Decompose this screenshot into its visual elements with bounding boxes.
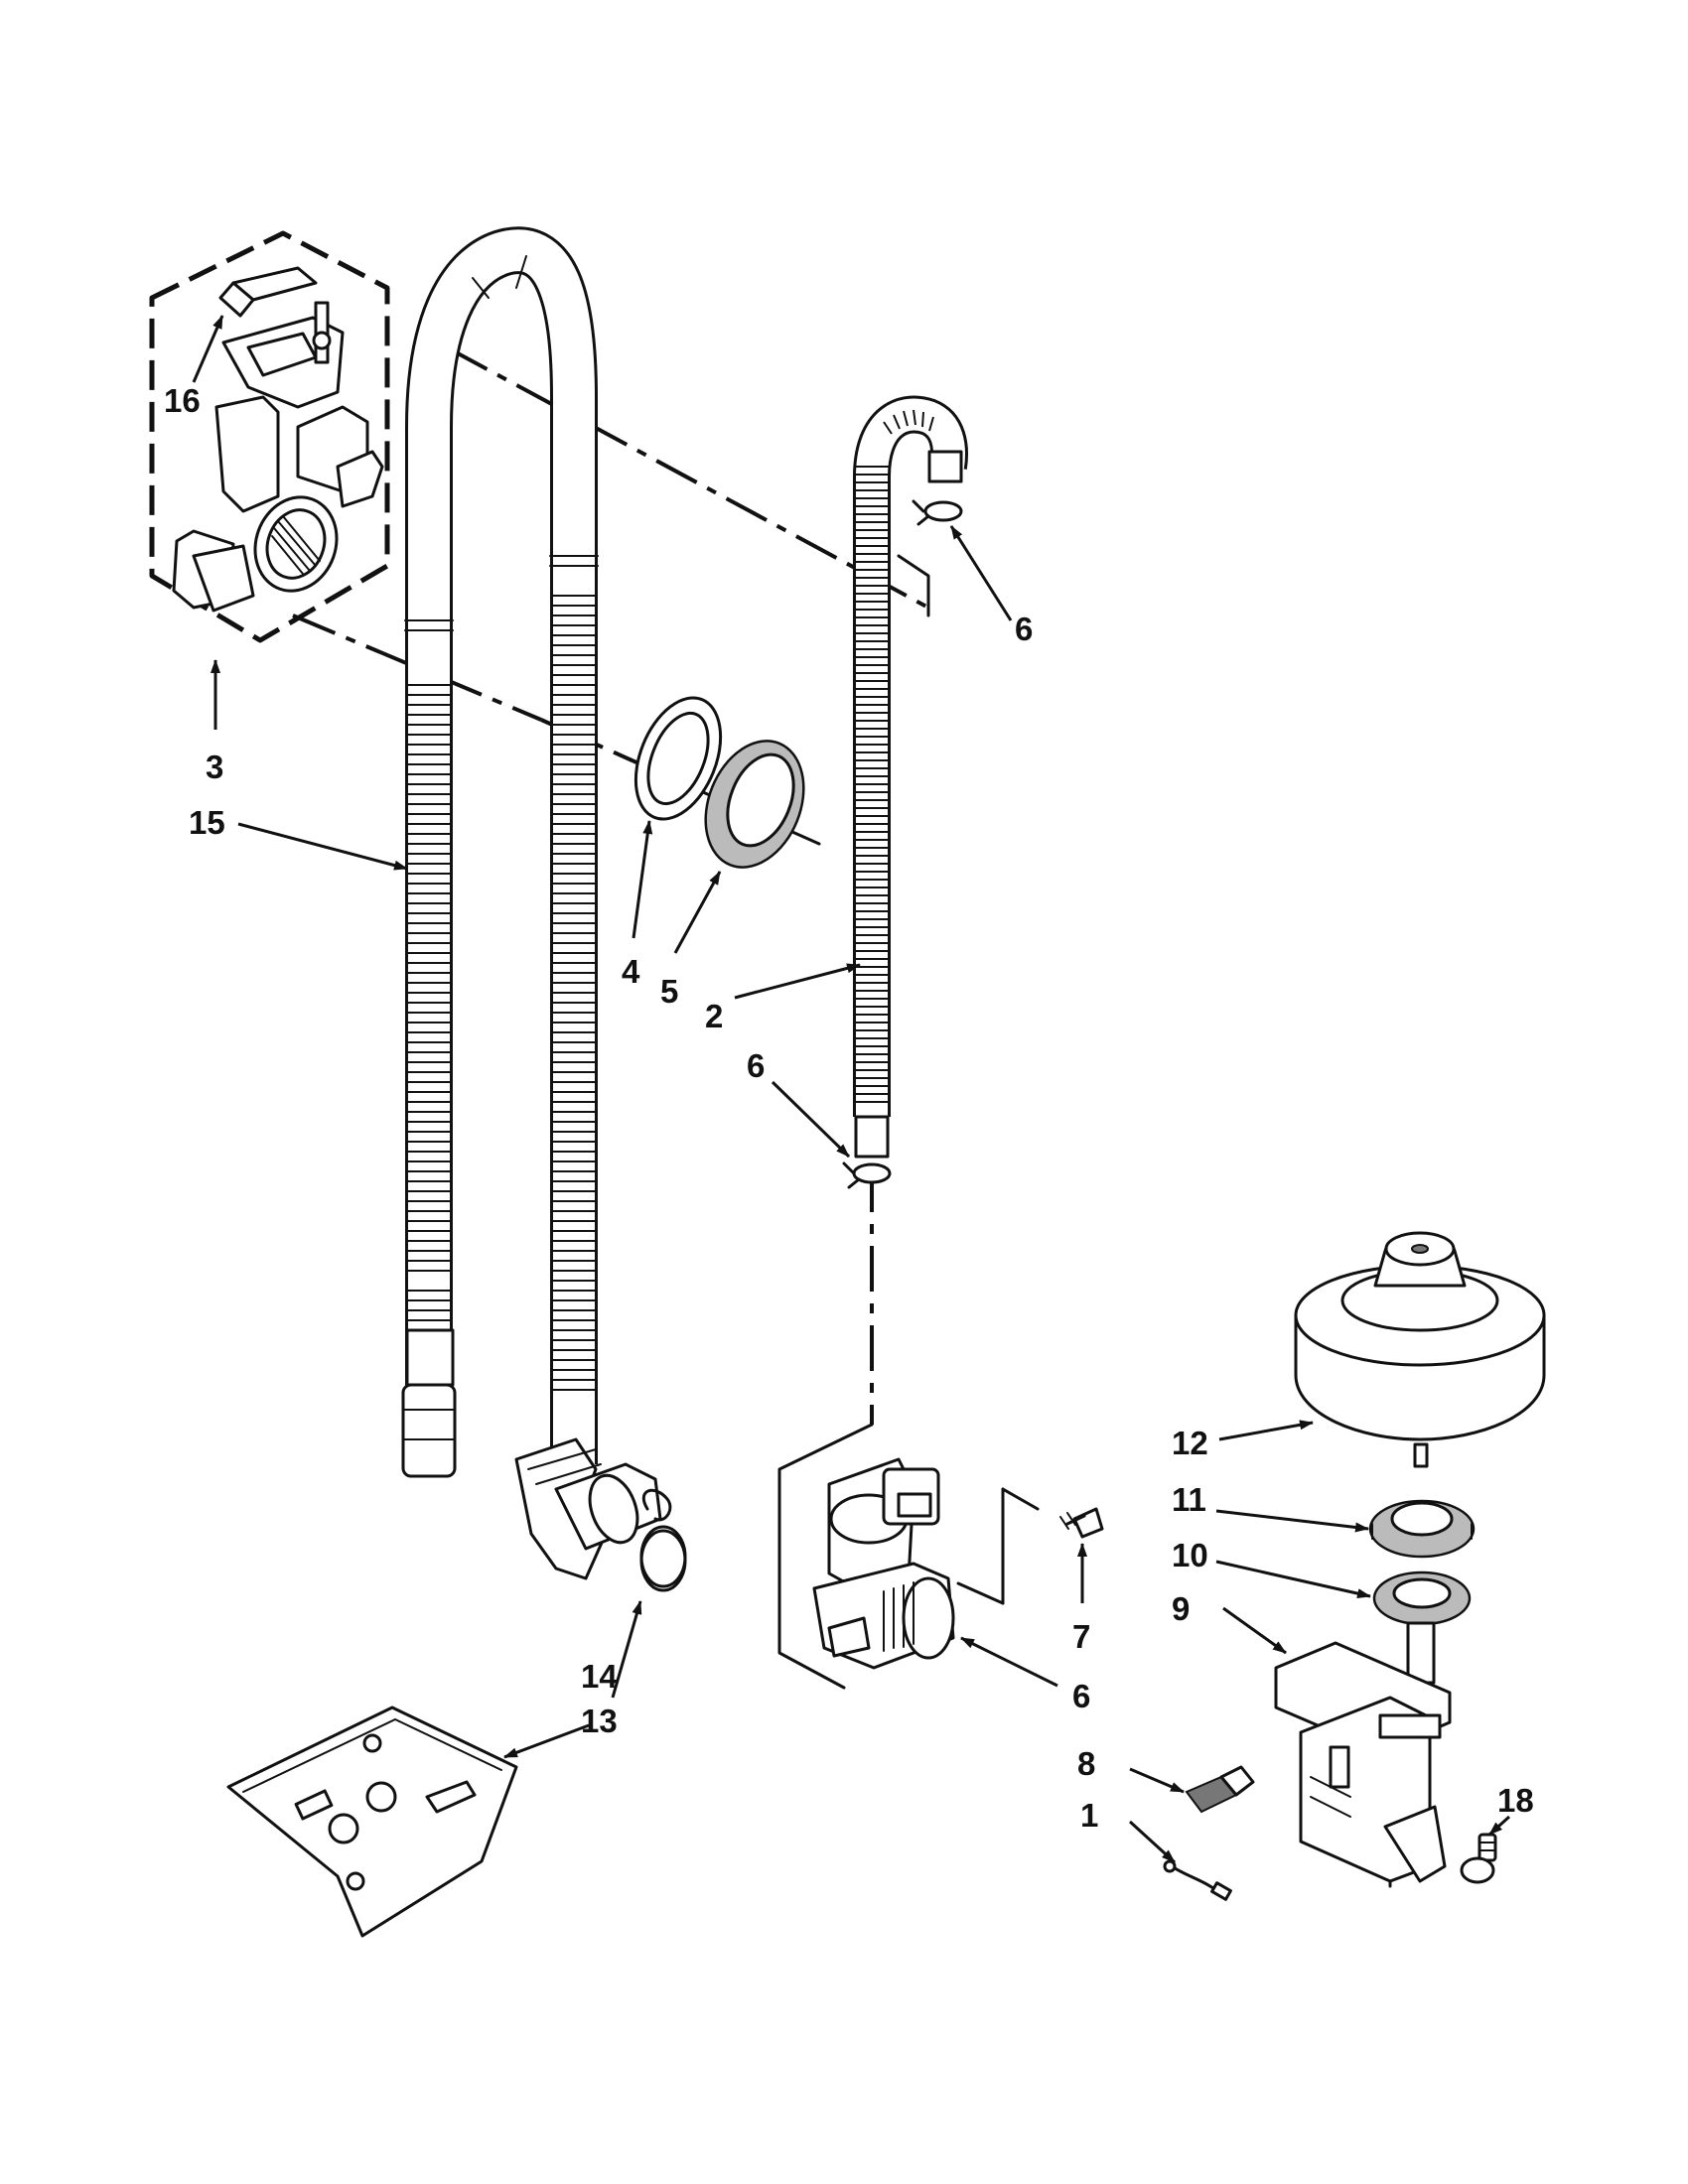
callout-6-top: 6 (1015, 611, 1033, 647)
part-1-wire-lead (1163, 1859, 1232, 1901)
leader-lines (192, 315, 1511, 1864)
callout-13: 12 (1172, 1425, 1208, 1461)
part-5-nut (704, 740, 805, 869)
part-8-screw (1059, 1507, 1104, 1539)
part-9-microswitch (1185, 1765, 1255, 1814)
part-6-clamp-bottom (842, 1161, 892, 1189)
callout-8: 7 (1072, 1618, 1090, 1655)
callout-5: 5 (660, 973, 678, 1010)
callout-9: 8 (1077, 1745, 1095, 1782)
callout-17: 16 (164, 382, 201, 419)
callout-6-bottom: 6 (747, 1047, 765, 1084)
callout-12: 11 (1172, 1481, 1206, 1518)
part-6-clamp-top (912, 499, 963, 526)
callout-14: 13 (581, 1703, 618, 1739)
callout-15: 14 (581, 1658, 618, 1695)
callout-4: 4 (622, 953, 640, 990)
callout-11: 10 (1172, 1537, 1208, 1573)
part-10-switch-bracket (1274, 1621, 1452, 1883)
part-11-washer (1372, 1570, 1472, 1626)
part-13-float (1294, 1231, 1546, 1468)
part-4-gasket (633, 696, 723, 821)
callout-16: 15 (189, 804, 225, 841)
callout-1: 1 (1080, 1797, 1098, 1834)
part-7-water-valve (812, 1457, 955, 1670)
part-18-screw (1460, 1833, 1497, 1884)
callout-labels: 16 3 15 4 5 2 6 6 12 11 10 9 7 6 8 1 18 … (164, 382, 1534, 1834)
callout-2: 2 (705, 998, 723, 1034)
callout-3: 3 (206, 749, 223, 785)
part-17-cap (218, 266, 318, 318)
part-3-sump-body (172, 301, 384, 613)
part-2-inlet-hose (853, 395, 968, 1159)
part-14-hardware-bag (226, 1706, 518, 1938)
sump-assembly-dashed-box (149, 230, 390, 643)
part-12-nut (1368, 1499, 1476, 1559)
part-16-drain-hose (401, 226, 662, 1580)
callout-18: 18 (1497, 1782, 1534, 1819)
callout-10: 9 (1172, 1590, 1190, 1627)
part-15-spring-clamp (639, 1488, 687, 1592)
callout-7: 6 (1072, 1678, 1090, 1714)
